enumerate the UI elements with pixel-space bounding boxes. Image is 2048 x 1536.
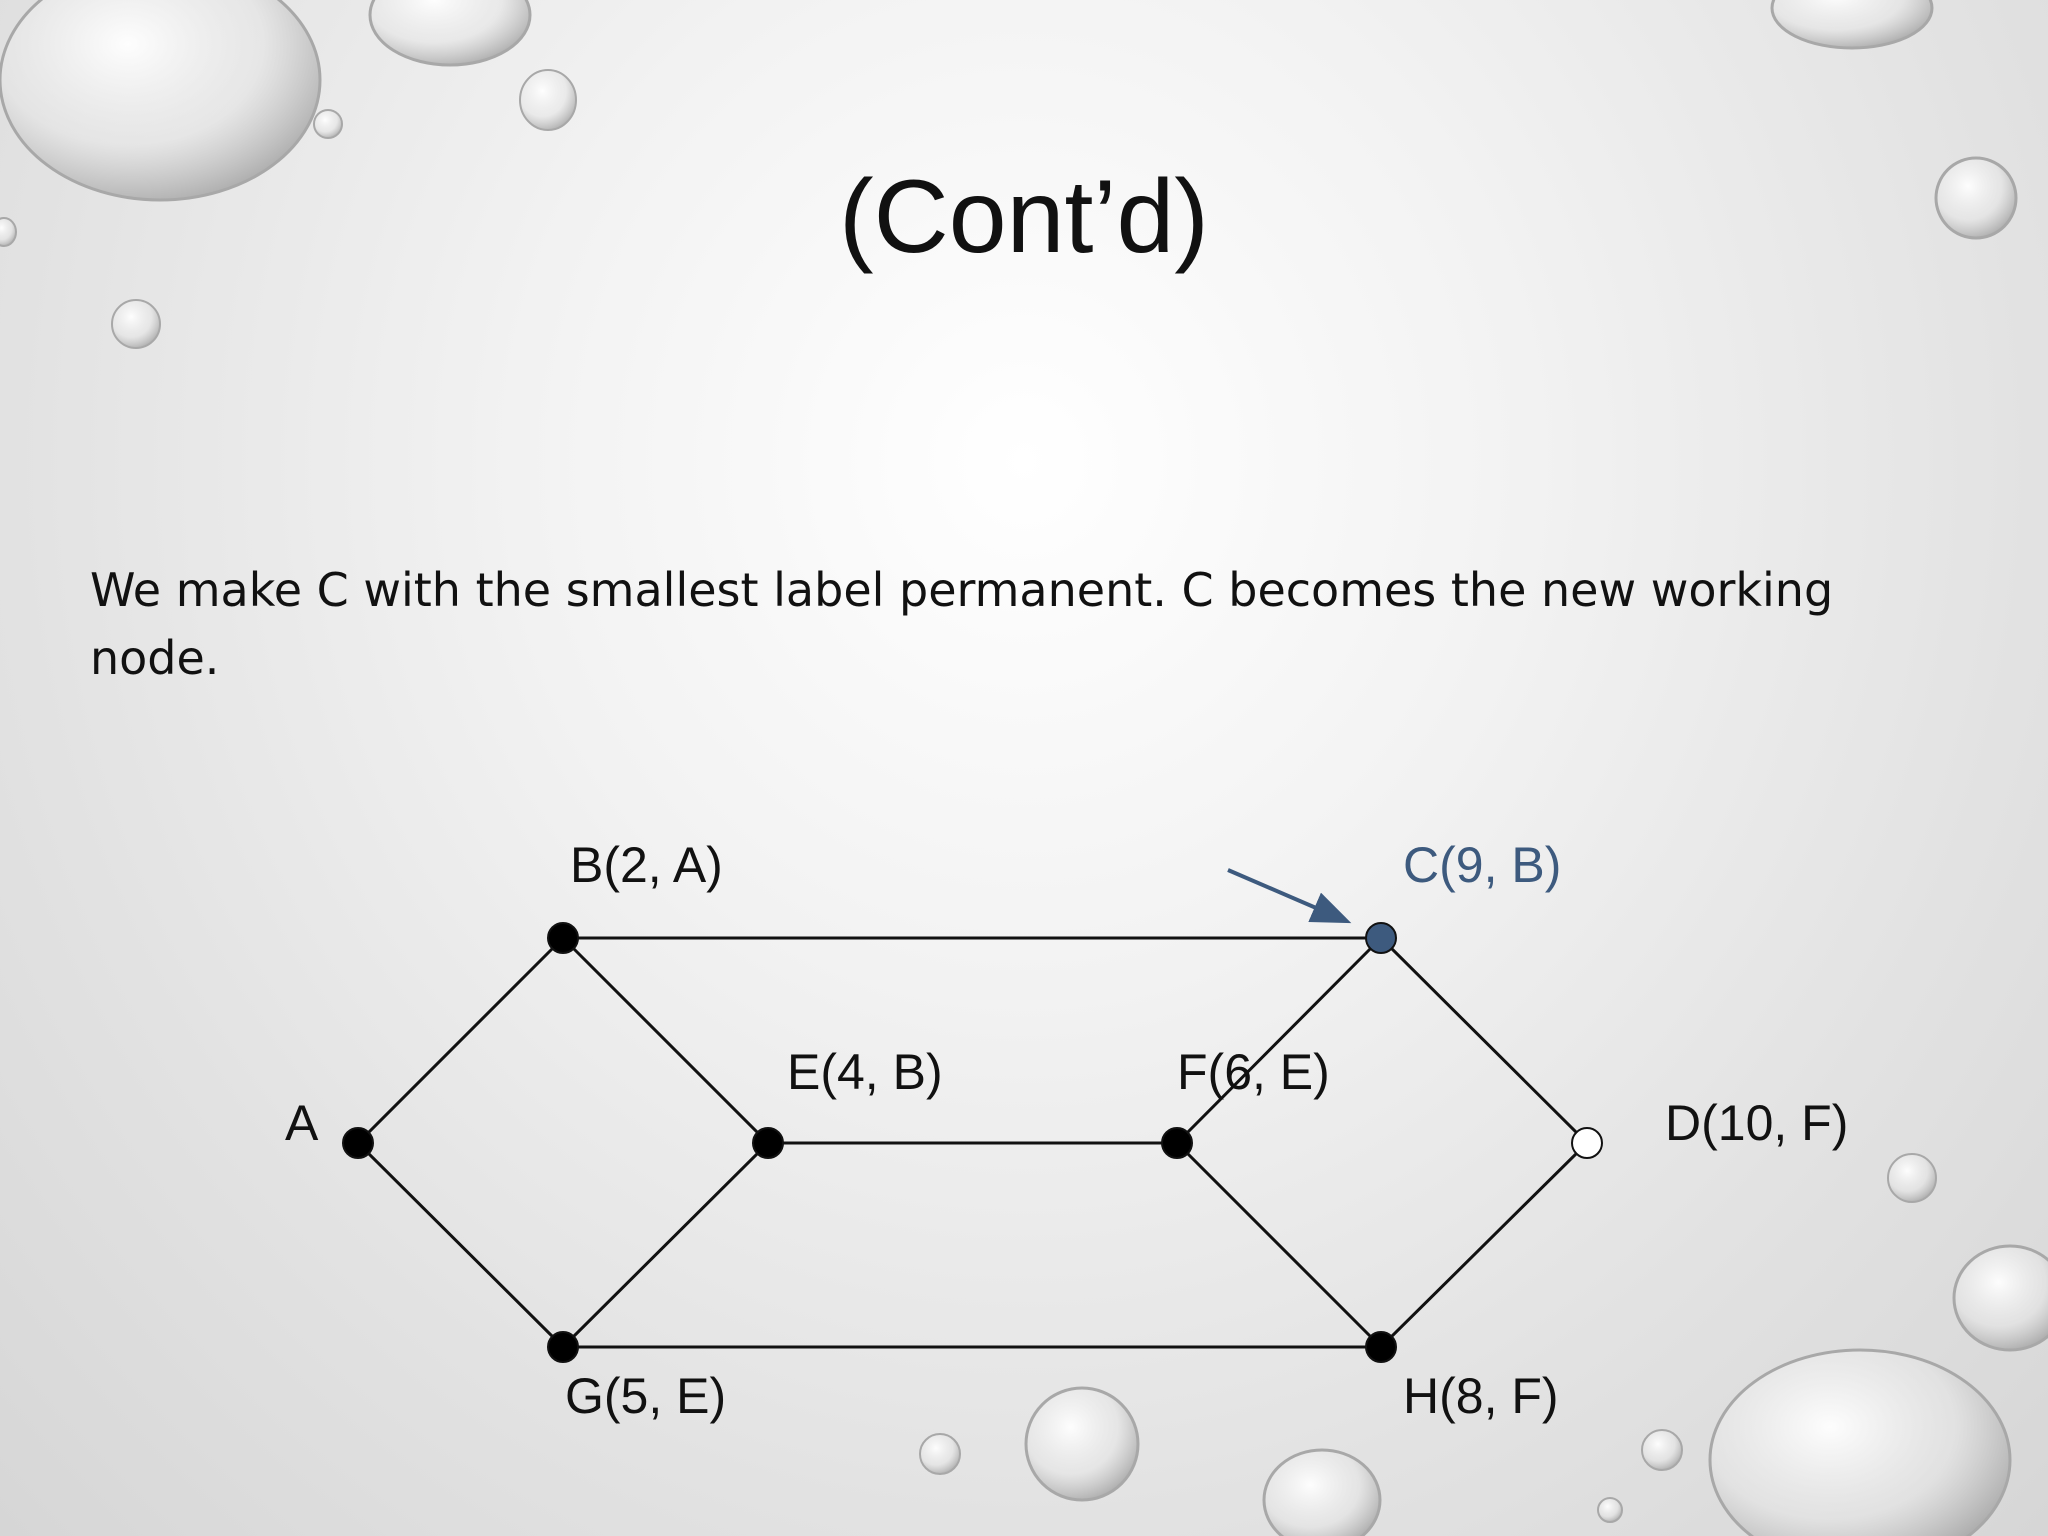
graph-nodes — [342, 922, 1603, 1363]
node-g — [547, 1331, 579, 1363]
slide-title: (Cont’d) — [839, 159, 1209, 275]
node-e — [752, 1127, 784, 1159]
edge-c-d — [1379, 936, 1589, 1145]
node-f — [1161, 1127, 1193, 1159]
node-h — [1365, 1331, 1397, 1363]
edge-d-h — [1379, 1141, 1589, 1349]
node-label-e: E(4, B) — [787, 1044, 943, 1100]
node-label-a: A — [285, 1095, 319, 1151]
edge-a-b — [356, 936, 565, 1145]
graph-edges — [356, 936, 1589, 1349]
edge-a-g — [356, 1141, 565, 1349]
edge-e-g — [561, 1141, 770, 1349]
node-a — [342, 1127, 374, 1159]
node-label-g: G(5, E) — [565, 1368, 726, 1424]
node-d — [1571, 1127, 1603, 1159]
slide-body-text: We make C with the smallest label perman… — [90, 563, 1834, 685]
pointer-arrow — [1227, 868, 1352, 924]
node-c — [1365, 922, 1397, 954]
node-label-h: H(8, F) — [1403, 1368, 1559, 1424]
node-label-d: D(10, F) — [1665, 1095, 1848, 1151]
node-b — [547, 922, 579, 954]
node-label-b: B(2, A) — [570, 837, 723, 893]
node-label-c: C(9, B) — [1403, 837, 1561, 893]
edge-f-h — [1175, 1141, 1383, 1349]
edge-f-c — [1175, 936, 1383, 1145]
graph-labels: A B(2, A) C(9, B) D(10, F) E(4, B) F(6, E) G(5… — [285, 837, 1848, 1424]
edge-b-e — [561, 936, 770, 1145]
node-label-f: F(6, E) — [1177, 1044, 1330, 1100]
